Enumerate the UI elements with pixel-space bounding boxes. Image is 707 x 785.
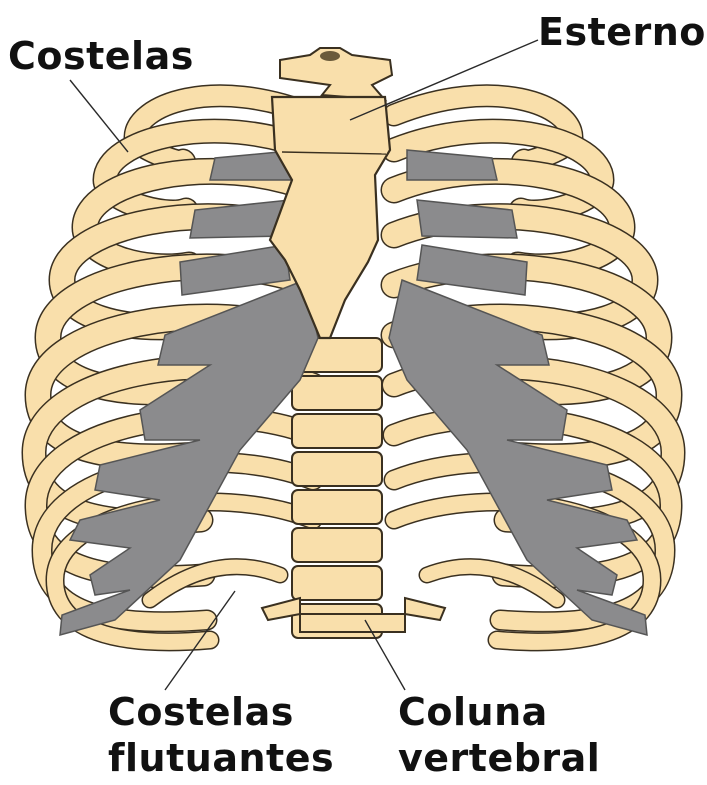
label-ribs: Costelas [8,34,194,78]
jugular-notch [320,51,340,61]
label-floating-ribs-line1: Costelas [108,690,294,734]
vertebra [292,490,382,524]
label-floating-ribs-line2: flutuantes [108,736,334,780]
leader-line [70,80,128,152]
vertebra [292,452,382,486]
label-spine-line1: Coluna [398,690,548,734]
label-sternum: Esterno [538,10,706,54]
vertebra [292,376,382,410]
label-spine-line2: vertebral [398,736,600,780]
vertebra [292,566,382,600]
vertebra [292,528,382,562]
vertebra [292,414,382,448]
